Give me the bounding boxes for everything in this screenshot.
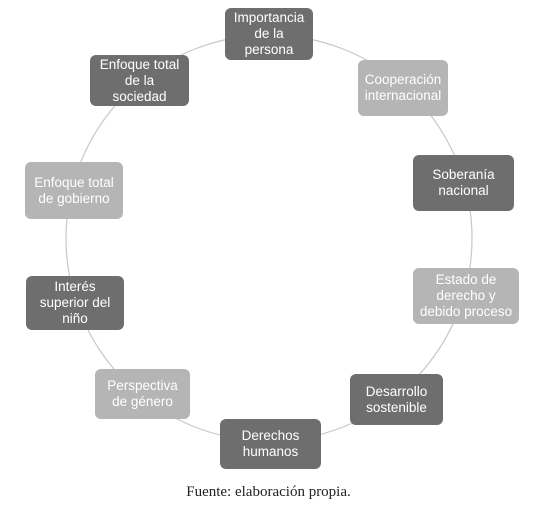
node-enfoque-total-de-la-sociedad: Enfoque total de la sociedad xyxy=(90,55,189,106)
node-cooperacion-internacional: Cooperación internacional xyxy=(358,60,448,116)
node-enfoque-total-de-gobierno: Enfoque total de gobierno xyxy=(25,162,123,219)
node-importancia-de-la-persona: Importancia de la persona xyxy=(225,8,313,60)
node-derechos-humanos: Derechos humanos xyxy=(220,419,321,469)
node-estado-de-derecho: Estado de derecho y debido proceso xyxy=(413,268,519,324)
node-perspectiva-de-genero: Perspectiva de género xyxy=(95,369,190,419)
node-interes-superior-del-nino: Interés superior del niño xyxy=(26,276,124,330)
figure-caption: Fuente: elaboración propia. xyxy=(186,484,351,500)
cycle-ring xyxy=(65,34,473,442)
cycle-diagram: Importancia de la persona Cooperación in… xyxy=(25,8,519,469)
node-desarrollo-sostenible: Desarrollo sostenible xyxy=(350,374,443,425)
node-soberania-nacional: Soberanía nacional xyxy=(413,155,514,211)
